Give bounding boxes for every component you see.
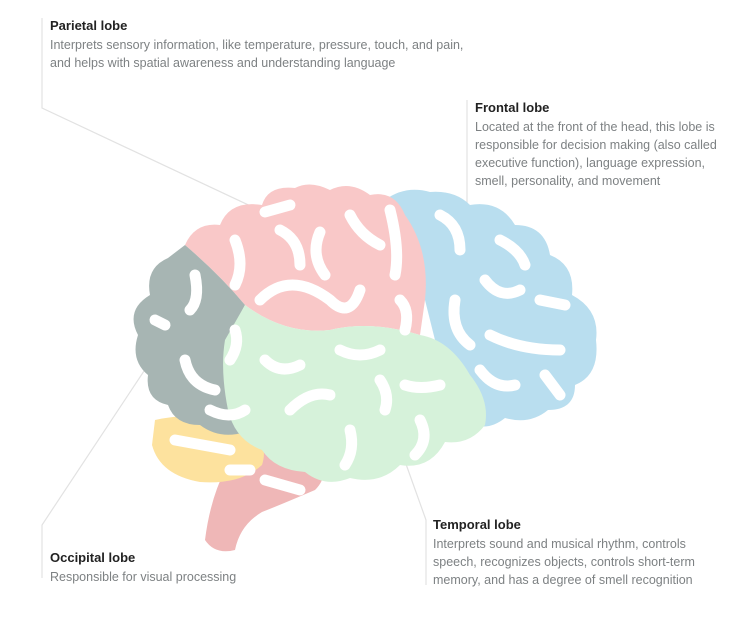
occipital-leader-line [41, 361, 151, 578]
frontal-lobe-title: Frontal lobe [475, 100, 550, 115]
parietal-lobe [185, 184, 426, 335]
temporal-lobe-description: Interprets sound and musical rhythm, con… [433, 537, 695, 587]
temporal-lobe-label: Temporal lobe Interprets sound and music… [433, 517, 733, 589]
frontal-lobe [385, 189, 597, 427]
occipital-lobe-description: Responsible for visual processing [50, 570, 237, 584]
frontal-lobe-description: Located at the front of the head, this l… [475, 120, 717, 188]
parietal-lobe-description: Interprets sensory information, like tem… [50, 38, 464, 70]
occipital-lobe-title: Occipital lobe [50, 550, 136, 565]
parietal-leader-line [41, 18, 341, 249]
frontal-lobe-label: Frontal lobe Located at the front of the… [475, 100, 740, 190]
brain-folds [149, 199, 571, 496]
parietal-lobe-title: Parietal lobe [50, 18, 128, 33]
temporal-lobe-title: Temporal lobe [433, 517, 521, 532]
occipital-lobe-label: Occipital lobe Responsible for visual pr… [50, 550, 310, 586]
parietal-lobe-label: Parietal lobe Interprets sensory informa… [50, 18, 470, 72]
